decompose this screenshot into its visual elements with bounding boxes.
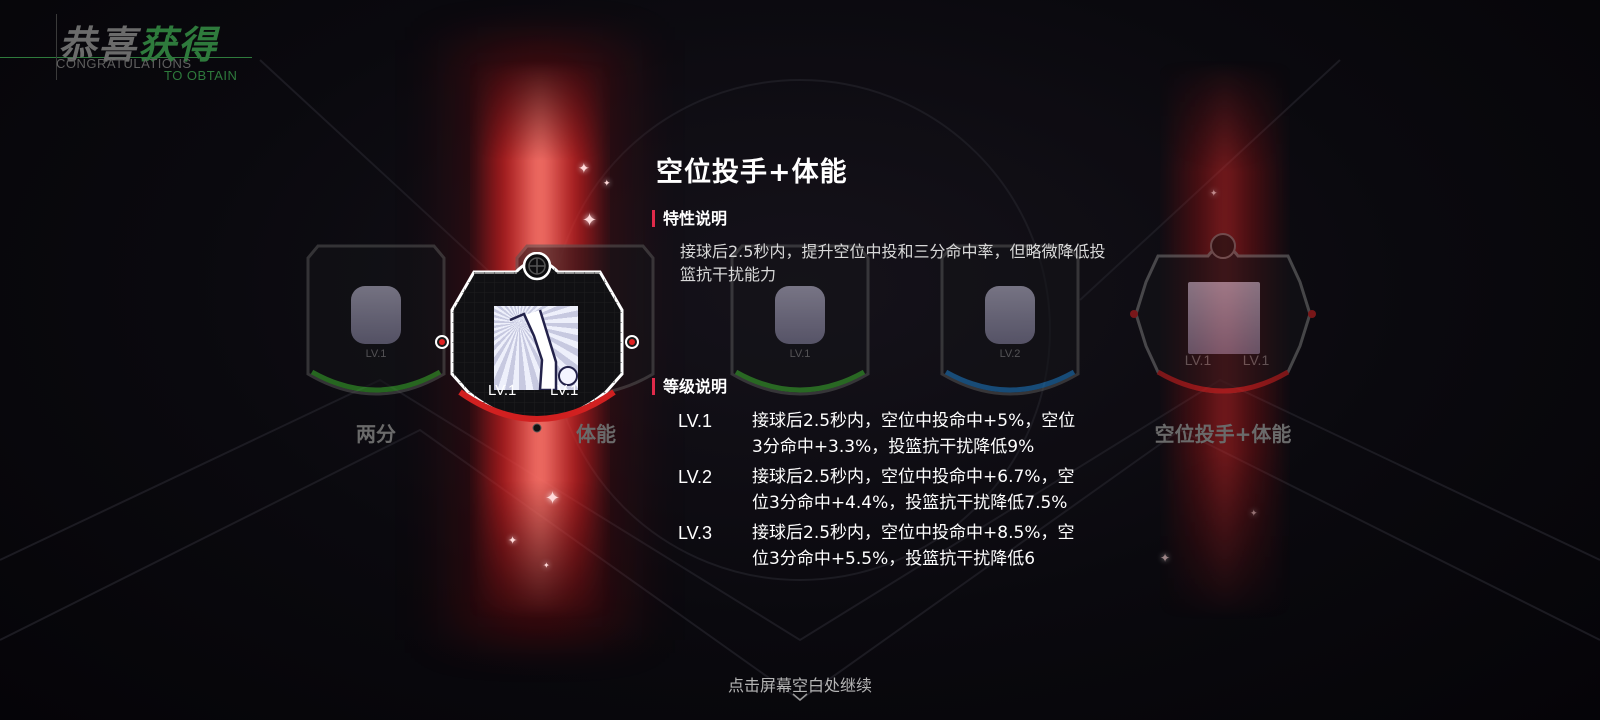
sparkle-icon: ✦ [603,179,611,189]
sparkle-icon: ✦ [1210,189,1218,199]
featured-card[interactable]: LV.1 LV.1 [434,252,640,450]
level-row: LV.2 接球后2.5秒内，空位中投命中+6.7%，空位3分命中+4.4%，投篮… [646,464,1116,516]
featured-skill-art [494,306,578,390]
header-divider [0,57,252,58]
card-level: LV.2 [999,348,1021,360]
level-description: 接球后2.5秒内，空位中投命中+6.7%，空位3分命中+4.4%，投篮抗干扰降低… [752,467,1075,513]
skill-title: 空位投手+体能 [656,157,848,188]
skill-art [985,286,1035,344]
card-power[interactable]: LV.2 [940,244,1080,414]
card-open-shooter-stamina[interactable]: LV.1 LV.1 [1128,232,1318,412]
level-description: 接球后2.5秒内，空位中投命中+8.5%，空位3分命中+5.5%，投篮抗干扰降低… [752,523,1075,569]
sparkle-icon: ✦ [582,210,598,231]
featured-level: LV.1 [488,382,517,399]
subtitle-line-1: CONGRATULATIONS [56,56,192,71]
player-silhouette [509,309,578,390]
sparkle-icon: ✦ [1160,551,1171,565]
continue-hint[interactable]: 点击屏幕空白处继续 [727,676,872,695]
sparkle-icon: ✦ [543,561,550,570]
level-description: 接球后2.5秒内，空位中投命中+5%，空位3分命中+3.3%，投篮抗干扰降低9% [752,411,1076,457]
chevron-down-icon [792,693,808,701]
trait-heading: 特性说明 [652,210,727,227]
level-tag: LV.1 [678,411,713,431]
card-level: LV.1 [1184,352,1212,368]
card-name: 空位投手+体能 [1154,422,1292,446]
level-heading: 等级说明 [652,378,727,395]
level-row: LV.1 接球后2.5秒内，空位中投命中+5%，空位3分命中+3.3%，投篮抗干… [646,408,1116,460]
header-divider [56,14,57,80]
card-name: 两分 [356,422,396,446]
title-part-2: 获得 [138,23,219,67]
skill-art [775,286,825,344]
page-title: 恭喜获得 [58,14,218,69]
basketball-icon [528,257,546,275]
level-list[interactable]: LV.1 接球后2.5秒内，空位中投命中+5%，空位3分命中+3.3%，投篮抗干… [646,408,1116,592]
level-row: LV.3 接球后2.5秒内，空位中投命中+8.5%，空位3分命中+5.5%，投篮… [646,520,1116,572]
trait-description: 接球后2.5秒内，提升空位中投和三分命中率，但略微降低投篮抗干扰能力 [680,242,1106,284]
skill-art [351,286,401,344]
card-name: 体能 [576,422,616,446]
sparkle-icon: ✦ [578,161,590,177]
card-shooter[interactable]: LV.1 [730,244,870,414]
sparkle-icon: ✦ [545,488,561,509]
card-two-point[interactable]: LV.1 [306,244,446,414]
card-level: LV.1 [365,348,387,360]
skill-art [1188,282,1260,354]
sparkle-icon: ✦ [508,534,518,547]
title-part-1: 恭喜 [58,23,139,67]
level-tag: LV.2 [678,467,713,487]
skill-info-panel: 空位投手+体能 特性说明 接球后2.5秒内，提升空位中投和三分命中率，但略微降低… [646,150,1116,590]
level-tag: LV.3 [678,523,713,543]
featured-level: LV.1 [550,382,579,399]
subtitle-line-2: TO OBTAIN [164,68,238,83]
card-level: LV.1 [789,348,811,360]
header: 恭喜获得 CONGRATULATIONS TO OBTAIN [0,10,260,83]
card-level: LV.1 [1242,352,1270,368]
sparkle-icon: ✦ [1250,509,1258,519]
